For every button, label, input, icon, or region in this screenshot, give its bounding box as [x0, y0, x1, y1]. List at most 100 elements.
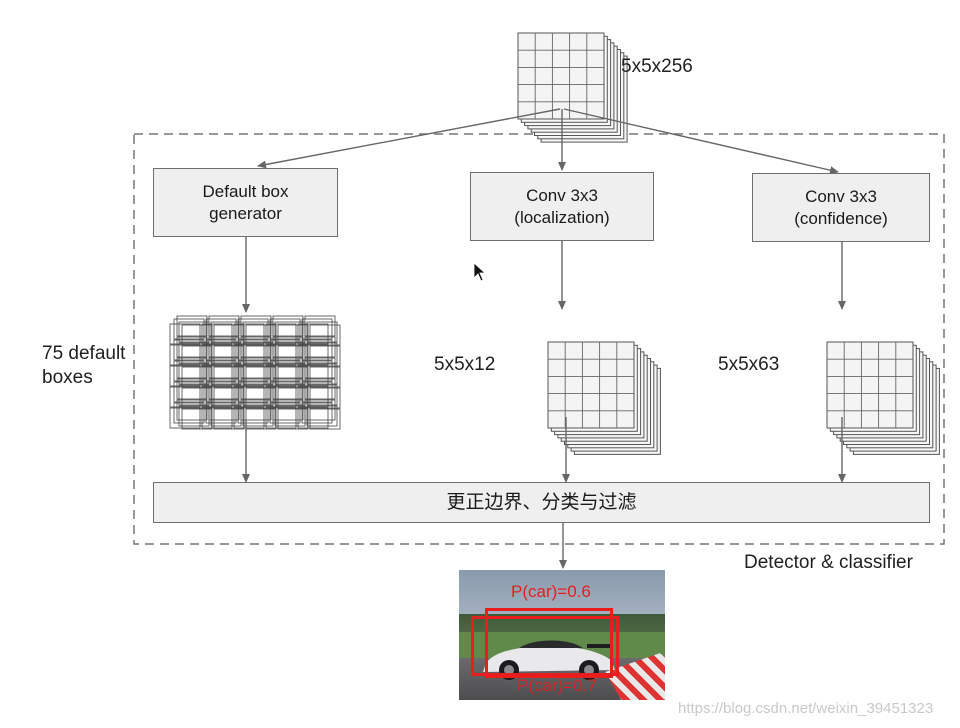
default-box-cell: [169, 407, 201, 429]
default-box-cell: [205, 339, 237, 361]
default-box-cell: [213, 324, 245, 346]
default-box-cell: [304, 357, 336, 379]
default-box-cell: [301, 402, 333, 424]
default-box-cell: [297, 323, 329, 345]
default-box-cell: [181, 366, 213, 388]
default-box-cell: [306, 384, 338, 406]
default-box-cell: [306, 342, 338, 364]
default-box-cell: [181, 324, 213, 346]
default-box-cell: [213, 408, 245, 430]
default-box-cell: [265, 323, 297, 345]
default-box-cell: [309, 345, 341, 367]
default-box-cell: [169, 365, 201, 387]
default-box-cell: [181, 345, 213, 367]
default-box-cell: [201, 323, 233, 345]
photo-trees: [459, 614, 665, 636]
default-box-cell: [265, 344, 297, 366]
default-box-cell: [205, 360, 237, 382]
default-box-cell: [265, 365, 297, 387]
car-graphic: [483, 640, 615, 680]
default-box-cell: [201, 386, 233, 408]
default-box-cell: [176, 315, 208, 337]
default-box-cell: [297, 344, 329, 366]
conv-loc-line2: (localization): [514, 207, 610, 227]
default-box-cell: [297, 386, 329, 408]
arrow-to-confidence: [563, 108, 839, 175]
default-box-cell: [306, 405, 338, 427]
default-box-cell: [269, 381, 301, 403]
default-boxes-label: 75 default boxes: [42, 342, 125, 390]
default-box-cell: [301, 381, 333, 403]
default-box-cell: [240, 315, 272, 337]
default-box-cell: [237, 360, 269, 382]
default-box-cell: [277, 366, 309, 388]
default-box-cell: [201, 365, 233, 387]
default-box-cell: [269, 318, 301, 340]
default-box-cell: [181, 387, 213, 409]
merge-block: 更正边界、分类与过滤: [153, 482, 930, 523]
default-box-cell: [237, 402, 269, 424]
conv-localization-block: Conv 3x3(localization): [470, 172, 654, 241]
default-box-cell: [304, 336, 336, 358]
default-box-cell: [277, 408, 309, 430]
default-box-cell: [309, 366, 341, 388]
default-box-cell: [240, 357, 272, 379]
top-tensor-label: 5x5x256: [621, 56, 693, 77]
default-box-cell: [201, 407, 233, 429]
default-box-cell: [306, 363, 338, 385]
default-box-cell: [272, 399, 304, 421]
detection-box-inner: [471, 616, 619, 676]
default-box-cell: [233, 344, 265, 366]
default-box-cell: [205, 402, 237, 424]
default-box-cell: [301, 339, 333, 361]
default-box-cell: [277, 324, 309, 346]
default-box-cell: [272, 378, 304, 400]
default-box-cell: [297, 407, 329, 429]
default-box-cell: [309, 408, 341, 430]
default-box-cell: [233, 407, 265, 429]
default-box-cell: [208, 315, 240, 337]
conv-conf-line2: (confidence): [794, 208, 888, 228]
default-box-cell: [265, 407, 297, 429]
default-box-cell: [213, 366, 245, 388]
default-box-cell: [173, 402, 205, 424]
default-box-cell: [240, 399, 272, 421]
default-box-cell: [173, 381, 205, 403]
default-box-cell: [208, 357, 240, 379]
default-box-cell: [301, 318, 333, 340]
default-box-cell: [269, 360, 301, 382]
default-box-cell: [208, 336, 240, 358]
default-box-cell: [233, 365, 265, 387]
default-boxes-line2: boxes: [42, 367, 93, 388]
default-boxes-line1: 75 default: [42, 343, 126, 364]
default-box-cell: [176, 357, 208, 379]
default-box-cell: [265, 386, 297, 408]
conv-conf-line1: Conv 3x3: [805, 186, 877, 206]
confidence-tensor-label: 5x5x63: [718, 354, 780, 375]
detection-box-outer: [485, 608, 613, 678]
default-box-cell: [213, 387, 245, 409]
default-box-cell: [240, 336, 272, 358]
default-box-cell: [237, 339, 269, 361]
default-box-cell: [304, 315, 336, 337]
default-box-cell: [277, 345, 309, 367]
localization-tensor-label: 5x5x12: [434, 354, 496, 375]
tensor-layer: [547, 341, 635, 429]
default-box-cell: [173, 360, 205, 382]
default-box-cell: [269, 402, 301, 424]
tensor-5x5x256: [517, 32, 628, 143]
default-box-cell: [245, 366, 277, 388]
default-box-cell: [245, 408, 277, 430]
default-box-cell: [297, 365, 329, 387]
mouse-cursor-icon: [473, 262, 487, 282]
default-box-cell: [309, 387, 341, 409]
default-box-cell: [269, 339, 301, 361]
default-box-cell: [208, 378, 240, 400]
default-box-cell: [304, 399, 336, 421]
detector-classifier-label: Detector & classifier: [744, 552, 913, 573]
default-box-cell: [245, 387, 277, 409]
default-box-cell: [237, 318, 269, 340]
default-box-line1: Default box: [202, 181, 289, 201]
